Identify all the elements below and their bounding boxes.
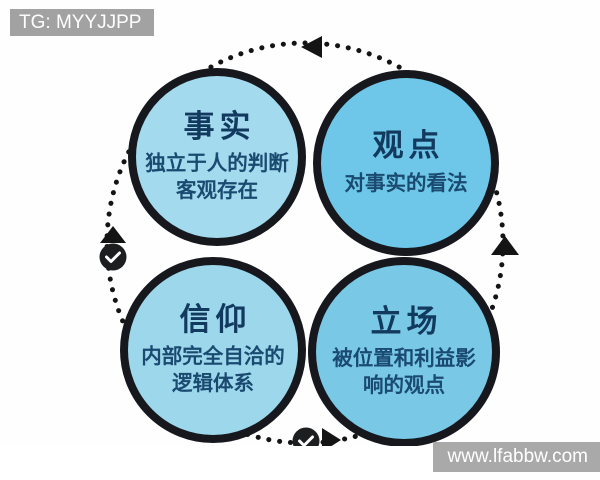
node-opinion-title: 观点 [372, 128, 445, 165]
arrow-left-up-icon [100, 226, 126, 243]
node-belief-desc-line1: 内部完全自洽的 [141, 344, 285, 369]
node-opinion-desc-line1: 对事实的看法 [344, 170, 468, 195]
watermark-telegram: TG: MYYJJPP [10, 9, 155, 36]
arrow-top-left-icon [301, 36, 322, 58]
node-fact-desc-line1: 独立于人的判断 [145, 151, 289, 176]
node-fact-title: 事实 [183, 108, 256, 145]
node-stance-desc-line2: 响的观点 [363, 373, 445, 398]
node-stance-desc-line1: 被位置和利益影 [332, 346, 476, 371]
node-belief-desc-line2: 逻辑体系 [172, 371, 254, 396]
node-stance-title: 立场 [370, 303, 443, 340]
arrow-right-up-icon [491, 236, 519, 255]
watermark-website: www.lfabbw.com [432, 442, 600, 472]
node-belief-title: 信仰 [179, 301, 252, 338]
check-badge-left-icon [99, 243, 127, 271]
node-fact: 事实 独立于人的判断 客观存在 [128, 68, 306, 246]
node-opinion: 观点 对事实的看法 [313, 70, 499, 256]
node-stance: 立场 被位置和利益影 响的观点 [308, 257, 500, 447]
node-belief: 信仰 内部完全自洽的 逻辑体系 [120, 257, 306, 443]
node-fact-desc-line2: 客观存在 [176, 178, 258, 203]
